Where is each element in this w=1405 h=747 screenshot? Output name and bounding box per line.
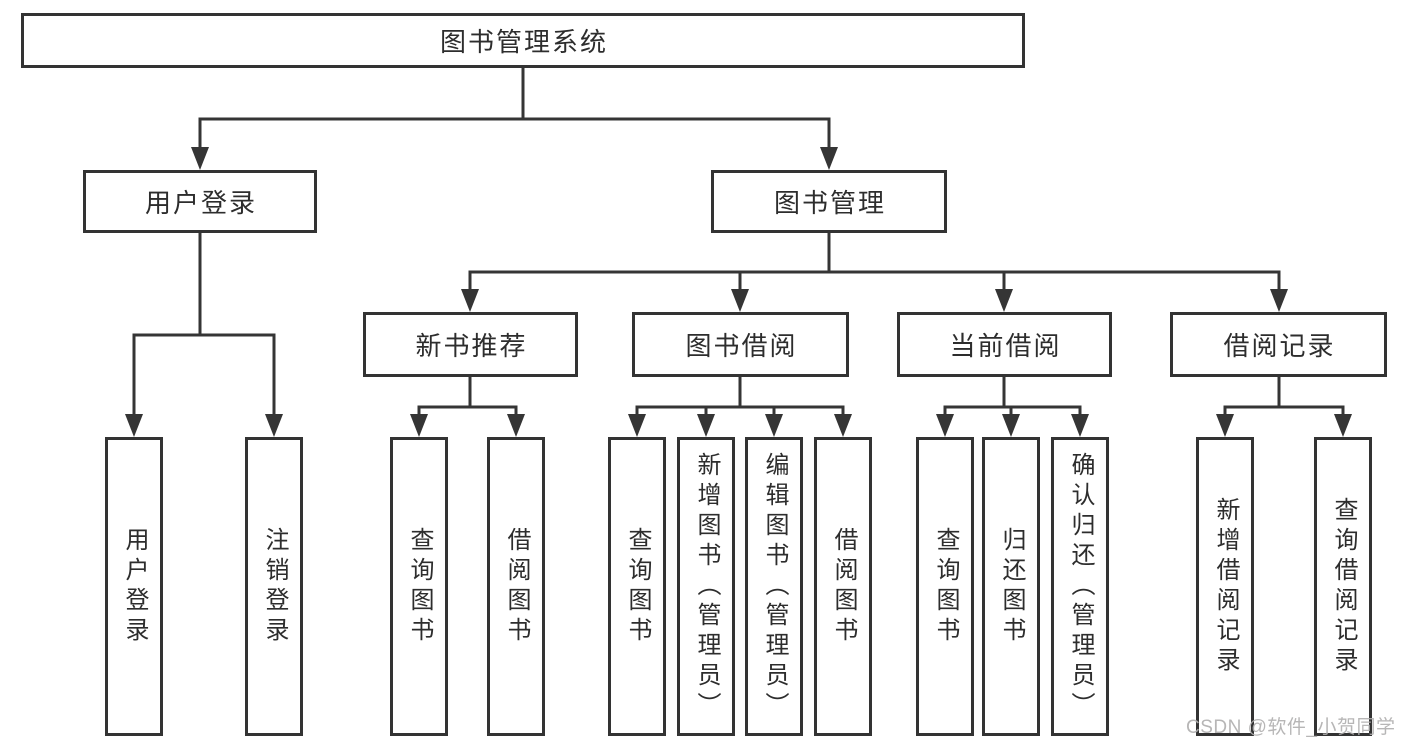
leaf-add-book-admin-label: 新增图书（管理员） bbox=[693, 451, 720, 722]
node-new-book-recommend: 新书推荐 bbox=[363, 312, 578, 377]
arrowhead bbox=[628, 414, 646, 437]
leaf-borrow-books-label: 借阅图书 bbox=[830, 526, 857, 647]
arrowhead bbox=[191, 147, 209, 170]
connector-root-to-level1 bbox=[191, 66, 838, 170]
watermark: CSDN @软件_小贺同学 bbox=[1186, 717, 1396, 738]
leaf-query-books-current-label: 查询图书 bbox=[932, 526, 959, 647]
connector-borrow-to-leaves bbox=[628, 375, 852, 437]
node-book-borrow-label: 图书借阅 bbox=[685, 331, 798, 361]
leaf-borrow-books: 借阅图书 bbox=[814, 437, 872, 736]
connector-recommend-to-leaves bbox=[410, 375, 525, 437]
node-current-borrow-label: 当前借阅 bbox=[949, 331, 1062, 361]
arrowhead bbox=[1002, 414, 1020, 437]
leaf-return-book: 归还图书 bbox=[982, 437, 1040, 736]
node-borrow-records-label: 借阅记录 bbox=[1223, 331, 1336, 361]
arrowhead bbox=[834, 414, 852, 437]
arrowhead bbox=[995, 289, 1013, 312]
arrowhead bbox=[820, 147, 838, 170]
leaf-confirm-return-admin: 确认归还（管理员） bbox=[1051, 437, 1109, 736]
arrowhead bbox=[765, 414, 783, 437]
leaf-borrow-books-recommend-label: 借阅图书 bbox=[503, 526, 530, 647]
arrowhead bbox=[125, 414, 143, 437]
node-root-label: 图书管理系统 bbox=[439, 27, 608, 57]
arrowhead bbox=[410, 414, 428, 437]
arrowhead bbox=[697, 414, 715, 437]
leaf-user-login-label: 用户登录 bbox=[121, 526, 148, 647]
node-borrow-records: 借阅记录 bbox=[1170, 312, 1387, 377]
arrowhead bbox=[1334, 414, 1352, 437]
connector-current-to-leaves bbox=[936, 375, 1089, 437]
arrowhead bbox=[731, 289, 749, 312]
arrowhead bbox=[1270, 289, 1288, 312]
node-current-borrow: 当前借阅 bbox=[897, 312, 1112, 377]
leaf-query-books-borrow: 查询图书 bbox=[608, 437, 666, 736]
arrowhead bbox=[1216, 414, 1234, 437]
leaf-add-borrow-record: 新增借阅记录 bbox=[1196, 437, 1254, 736]
connector-records-to-leaves bbox=[1216, 375, 1352, 437]
leaf-confirm-return-admin-label: 确认归还（管理员） bbox=[1067, 451, 1094, 722]
leaf-borrow-books-recommend: 借阅图书 bbox=[487, 437, 545, 736]
arrowhead bbox=[936, 414, 954, 437]
arrowhead bbox=[1071, 414, 1089, 437]
leaf-query-books-current: 查询图书 bbox=[916, 437, 974, 736]
leaf-query-borrow-record: 查询借阅记录 bbox=[1314, 437, 1372, 736]
connector-management-to-level2 bbox=[461, 231, 1288, 312]
leaf-add-book-admin: 新增图书（管理员） bbox=[677, 437, 735, 736]
node-book-management-label: 图书管理 bbox=[773, 188, 886, 218]
arrowhead bbox=[507, 414, 525, 437]
connector-login-to-leaves bbox=[125, 231, 283, 437]
node-book-management: 图书管理 bbox=[711, 170, 947, 233]
leaf-query-borrow-record-label: 查询借阅记录 bbox=[1330, 496, 1357, 677]
leaf-user-login: 用户登录 bbox=[105, 437, 163, 736]
node-user-login-label: 用户登录 bbox=[144, 188, 257, 218]
node-new-book-recommend-label: 新书推荐 bbox=[415, 331, 528, 361]
node-book-borrow: 图书借阅 bbox=[632, 312, 849, 377]
leaf-logout-label: 注销登录 bbox=[261, 526, 288, 647]
leaf-logout: 注销登录 bbox=[245, 437, 303, 736]
leaf-return-book-label: 归还图书 bbox=[998, 526, 1025, 647]
leaf-query-books-recommend: 查询图书 bbox=[390, 437, 448, 736]
node-root: 图书管理系统 bbox=[21, 13, 1025, 68]
node-user-login: 用户登录 bbox=[83, 170, 317, 233]
leaf-query-books-borrow-label: 查询图书 bbox=[624, 526, 651, 647]
arrowhead bbox=[265, 414, 283, 437]
leaf-edit-book-admin-label: 编辑图书（管理员） bbox=[761, 451, 788, 722]
leaf-edit-book-admin: 编辑图书（管理员） bbox=[745, 437, 803, 736]
arrowhead bbox=[461, 289, 479, 312]
leaf-add-borrow-record-label: 新增借阅记录 bbox=[1212, 496, 1239, 677]
leaf-query-books-recommend-label: 查询图书 bbox=[406, 526, 433, 647]
